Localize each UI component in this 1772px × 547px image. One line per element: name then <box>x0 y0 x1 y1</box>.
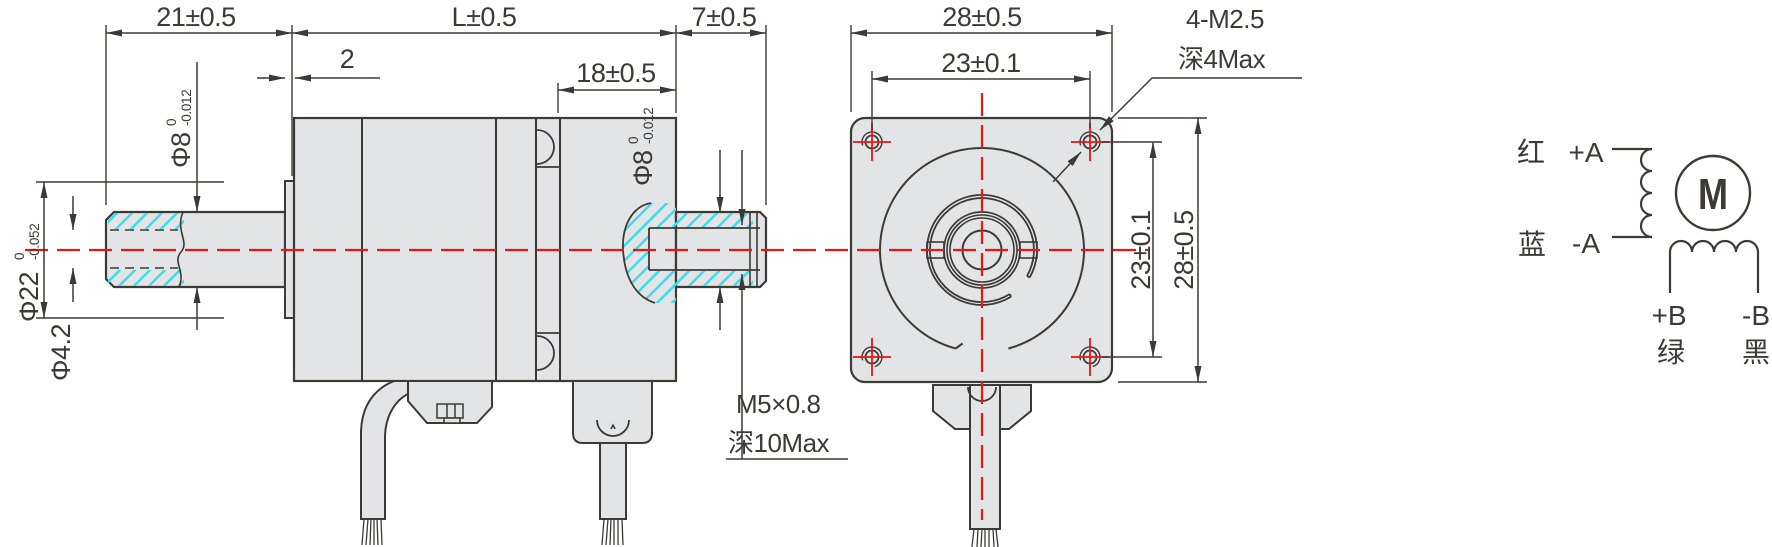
rear-housing-notch <box>610 423 616 430</box>
front-view-cable-strands <box>971 528 999 547</box>
front-view-cable <box>969 384 1001 530</box>
dim-text-28v-group: 28±0.5 <box>1169 210 1199 289</box>
m25-leader-arrow-lower <box>1052 151 1082 183</box>
connector-tab <box>443 417 461 424</box>
front-cable-strands <box>361 518 383 546</box>
wire-label-minus-b: -B <box>1742 300 1770 331</box>
dia8-front-label-group: Φ8 0 -0.012 <box>164 90 196 168</box>
dim-text-18: 18±0.5 <box>576 58 655 88</box>
dia8-front-tol-lower: -0.012 <box>179 90 194 126</box>
retaining-ring-end-2 <box>1026 275 1031 279</box>
dim-text-28h: 28±0.5 <box>942 2 1021 32</box>
wire-label-plus-a: +A <box>1568 137 1603 168</box>
front-shaft-hatch-top <box>108 213 184 229</box>
dia4-label-group: Φ4.2 <box>46 324 76 381</box>
wire-label-minus-a: -A <box>1572 228 1600 259</box>
round-body-spiral-hook <box>955 342 964 350</box>
screw-head-bottom-arc <box>536 335 555 371</box>
rear-cable-housing <box>572 380 653 444</box>
m25-holes-spec: 4-M2.5 <box>1186 4 1264 34</box>
m5-thread-depth: 深10Max <box>728 428 830 458</box>
dia4-text: Φ4.2 <box>46 324 76 381</box>
dim-text-L: L±0.5 <box>452 2 517 32</box>
front-shaft-hatch-bottom <box>108 270 184 286</box>
m25-leader-arrow-upper <box>1099 77 1153 131</box>
motor-symbol-m: M <box>1698 170 1728 219</box>
phase-a-coil <box>1639 147 1653 239</box>
dia22-label-group: Φ22 0 -0.052 <box>12 224 44 322</box>
dia22-tol-upper: 0 <box>12 253 27 260</box>
motor-circle <box>1674 154 1752 232</box>
m5-thread-spec: M5×0.8 <box>736 389 820 419</box>
dia8-front-tol-upper: 0 <box>164 119 179 126</box>
dia8-rear-symbol: Φ8 <box>628 150 658 186</box>
dim-text-28v: 28±0.5 <box>1169 210 1199 289</box>
retaining-ring-end-1 <box>1008 293 1012 298</box>
connector-block <box>407 380 493 424</box>
wire-label-blue: 蓝 <box>1518 229 1546 260</box>
rear-housing-arc <box>596 419 630 437</box>
retaining-ring-outer <box>926 194 1038 306</box>
dim-text-2: 2 <box>340 44 355 74</box>
dim-text-21: 21±0.5 <box>156 2 235 32</box>
dim-text-23h: 23±0.1 <box>941 48 1020 78</box>
wire-label-plus-b: +B <box>1651 300 1686 331</box>
front-cable-curved <box>360 380 411 520</box>
phase-b-coil <box>1668 239 1760 293</box>
retaining-ring-inner <box>929 197 1035 303</box>
wire-label-green: 绿 <box>1657 337 1685 368</box>
dim-text-23v-group: 23±0.1 <box>1126 210 1156 289</box>
dia8-front-symbol: Φ8 <box>166 132 196 168</box>
rear-cable <box>599 442 627 520</box>
m25-holes-depth: 深4Max <box>1178 44 1266 74</box>
dia8-rear-tol-upper: 0 <box>626 137 641 144</box>
wire-label-black: 黑 <box>1742 337 1770 368</box>
dia22-tol-lower: -0.052 <box>27 224 42 260</box>
extension-lines <box>36 25 1207 383</box>
rear-cable-strands <box>601 518 624 546</box>
wire-label-red: 红 <box>1517 137 1545 168</box>
front-shaft-break-line <box>177 211 185 288</box>
dim-text-7: 7±0.5 <box>692 2 757 32</box>
hub-ring-inner <box>949 217 1015 283</box>
screw-head-top-arc <box>536 129 555 165</box>
dia22-symbol: Φ22 <box>14 272 44 322</box>
dim-text-23v: 23±0.1 <box>1126 210 1156 289</box>
dia8-rear-label-group: Φ8 0 -0.012 <box>626 108 658 186</box>
dimension-lines <box>40 29 1302 460</box>
dia8-rear-tol-lower: -0.012 <box>641 108 656 144</box>
wiring-diagram: 红 +A 蓝 -A M +B -B 绿 黑 <box>1517 137 1770 368</box>
